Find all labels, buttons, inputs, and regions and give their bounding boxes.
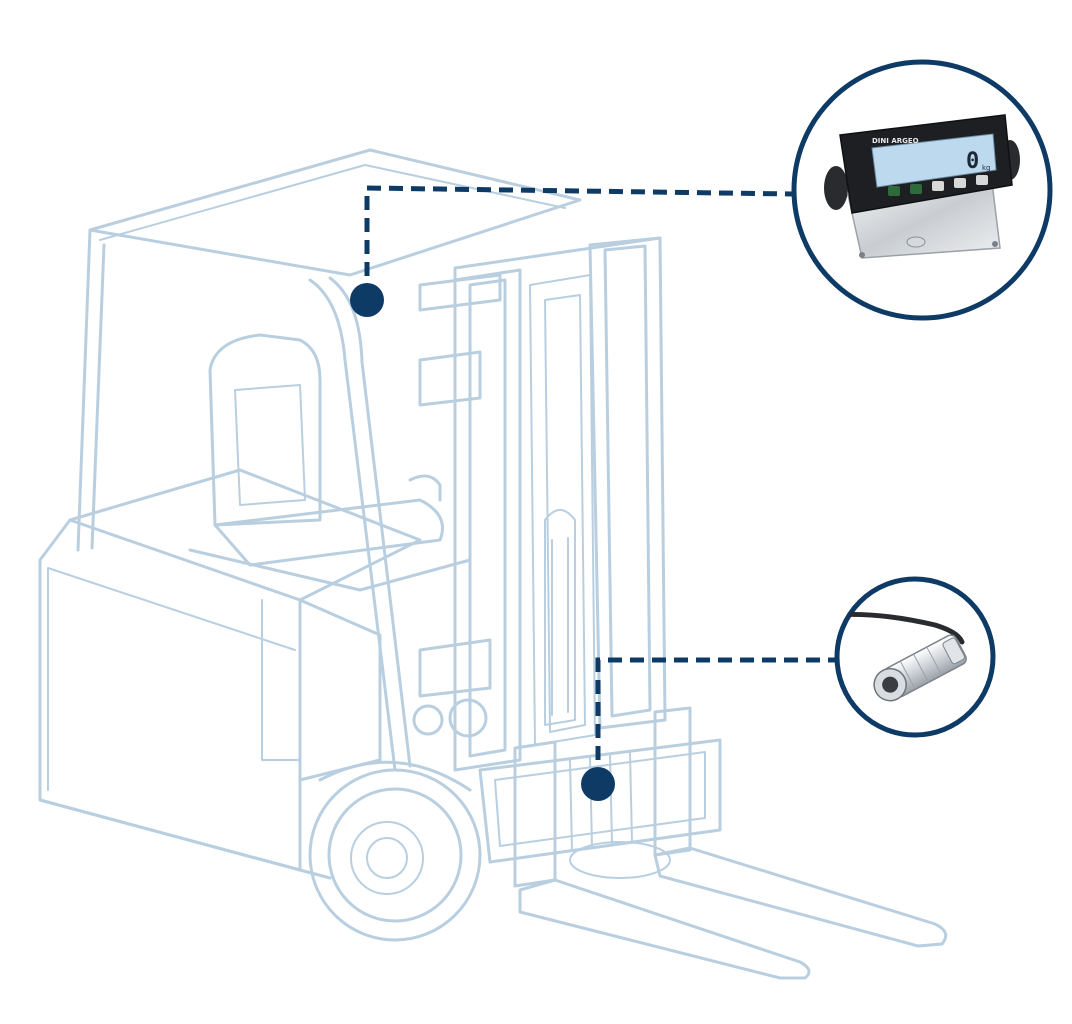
zero-key-icon [888,186,900,196]
forklift-carriage [480,708,946,978]
callout-marker-bottom[interactable] [581,767,615,801]
callout-marker-top[interactable] [350,283,384,317]
pressure-sensor-callout [835,579,993,735]
weighing-indicator-callout: 0 kg DINI ARGEO [794,62,1050,318]
tare-key-icon [910,184,922,194]
callout-bottom-connector [581,660,836,801]
display-reading: 0 [966,149,979,174]
on-key-icon [976,175,988,185]
display-brand: DINI ARGEO [872,137,919,145]
func-key-icon [932,181,944,191]
forklift-mast [414,238,665,770]
display-unit: kg [982,164,991,172]
print-key-icon [954,178,966,188]
